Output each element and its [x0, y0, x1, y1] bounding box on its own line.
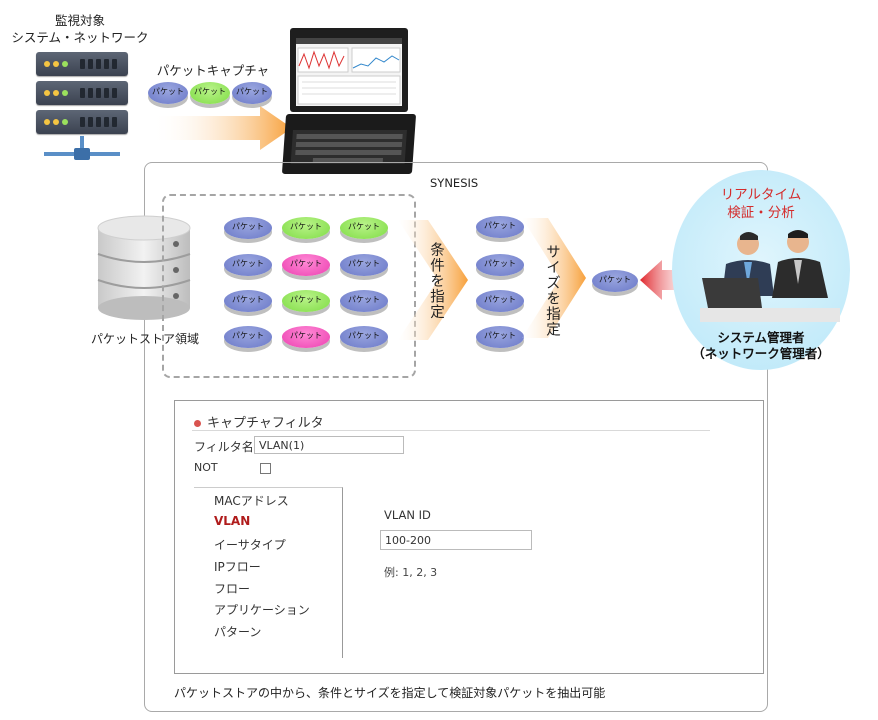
filter-type-flow[interactable]: フロー	[214, 582, 251, 596]
capture-label: パケットキャプチャ	[156, 63, 270, 78]
administrators-icon	[700, 230, 840, 322]
packet-store-label: パケットストア領域	[90, 332, 199, 346]
synesis-label: SYNESIS	[430, 176, 479, 190]
synesis-frame	[144, 162, 768, 712]
vlan-id-example: 例: 1, 2, 3	[384, 566, 438, 579]
packet-capture-3: パケット	[232, 82, 272, 104]
filtered-packet: パケット	[476, 216, 524, 238]
filter-type-application[interactable]: アプリケーション	[214, 603, 310, 617]
filter-name-label: フィルタ名	[194, 440, 254, 454]
synesis-device-icon	[281, 28, 417, 176]
filter-type-ethertype[interactable]: イーサタイプ	[214, 538, 286, 552]
realtime-line1: リアルタイム	[720, 187, 802, 203]
filter-type-ipflow[interactable]: IPフロー	[214, 560, 261, 574]
realtime-line2: 検証・分析	[727, 205, 795, 221]
filter-type-list	[194, 487, 343, 658]
filter-name-input[interactable]: VLAN(1)	[254, 436, 404, 454]
footer-caption: パケットストアの中から、条件とサイズを指定して検証対象パケットを抽出可能	[174, 686, 606, 700]
title-divider	[192, 430, 710, 431]
filter-title-text: キャプチャフィルタ	[207, 416, 324, 431]
not-label: NOT	[194, 461, 218, 474]
store-packet: パケット	[282, 326, 330, 348]
not-checkbox[interactable]	[260, 463, 271, 474]
packet-capture-2: パケット	[190, 82, 230, 104]
monitored-label-line1: 監視対象	[54, 13, 105, 28]
filtered-packet: パケット	[476, 326, 524, 348]
store-packet: パケット	[224, 290, 272, 312]
admin-line2: （ネットワーク管理者）	[692, 346, 830, 361]
store-packet: パケット	[340, 290, 388, 312]
capture-filter-panel	[174, 400, 764, 674]
monitored-system-label: 監視対象 システム・ネットワーク	[0, 12, 160, 46]
monitored-label-line2: システム・ネットワーク	[11, 30, 149, 45]
bullet-icon	[194, 420, 201, 427]
store-packet: パケット	[224, 326, 272, 348]
network-connector-icon	[44, 136, 120, 160]
store-packet: パケット	[340, 326, 388, 348]
vlan-id-label: VLAN ID	[384, 508, 431, 522]
capture-arrow	[152, 106, 292, 150]
condition-chevron-arrow	[398, 220, 468, 340]
store-packet: パケット	[282, 217, 330, 239]
store-packet: パケット	[282, 254, 330, 276]
store-packet: パケット	[224, 254, 272, 276]
filter-type-vlan[interactable]: VLAN	[214, 514, 251, 528]
filter-type-pattern[interactable]: パターン	[214, 625, 262, 639]
store-packet: パケット	[282, 290, 330, 312]
admin-line1: システム管理者	[717, 330, 805, 345]
size-step-label: サイズを指定	[544, 244, 560, 337]
vlan-id-input[interactable]: 100-200	[380, 530, 532, 550]
packet-store-area	[162, 194, 416, 378]
extracted-packet: パケット	[592, 270, 638, 292]
store-packet: パケット	[224, 217, 272, 239]
store-packet: パケット	[340, 217, 388, 239]
filter-title: キャプチャフィルタ	[194, 412, 324, 431]
condition-step-label: 条件を指定	[428, 242, 444, 320]
store-packet: パケット	[340, 254, 388, 276]
filter-type-mac[interactable]: MACアドレス	[214, 494, 289, 508]
realtime-analysis-label: リアルタイム 検証・分析	[672, 186, 850, 222]
size-chevron-arrow	[522, 218, 586, 338]
filtered-packet: パケット	[476, 290, 524, 312]
server-rack-icon	[36, 52, 128, 136]
administrator-label: システム管理者 （ネットワーク管理者）	[672, 330, 850, 362]
database-icon	[97, 215, 191, 320]
filtered-packet: パケット	[476, 254, 524, 276]
packet-capture-1: パケット	[148, 82, 188, 104]
